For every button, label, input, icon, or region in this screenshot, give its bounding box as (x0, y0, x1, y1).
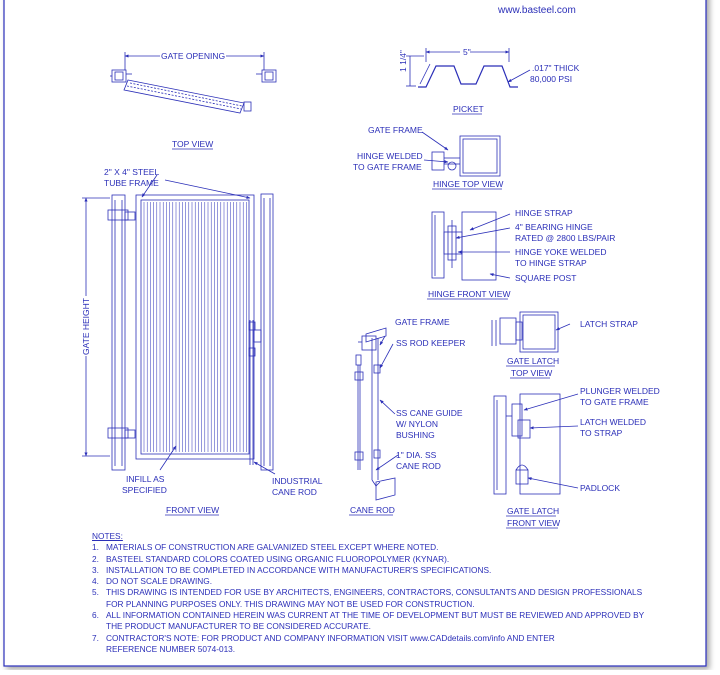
cane-rod-drawing (354, 327, 399, 501)
note-item: 3. INSTALLATION TO BE COMPLETED IN ACCORD… (92, 565, 692, 576)
label-cane-gate-frame: GATE FRAME (395, 317, 450, 327)
label-plunger-2: TO GATE FRAME (580, 397, 649, 407)
note-number: 6. (92, 610, 99, 621)
note-item: 1. MATERIALS OF CONSTRUCTION ARE GALVANIZ… (92, 542, 692, 553)
label-industrial-1: INDUSTRIAL (272, 476, 323, 486)
note-number: 5. (92, 587, 99, 598)
picket-profile-drawing (406, 48, 531, 88)
label-infill-1: INFILL AS (126, 474, 165, 484)
title-top-view: TOP VIEW (172, 139, 213, 149)
note-item: 7. CONTRACTOR'S NOTE: FOR PRODUCT AND COM… (92, 633, 692, 644)
note-text: CONTRACTOR'S NOTE: FOR PRODUCT AND COMPA… (106, 632, 555, 643)
label-latch-strap: LATCH STRAP (580, 319, 638, 329)
title-gate-latch-top-2: TOP VIEW (511, 368, 552, 378)
note-text-continued: THE PRODUCT MANUFACTURER TO BE CONSIDERE… (106, 621, 371, 632)
note-text: BASTEEL STANDARD COLORS COATED USING ORG… (106, 553, 450, 564)
note-number: 3. (92, 564, 99, 575)
label-hinge-gate-frame: GATE FRAME (368, 125, 423, 135)
label-picket-thick-1: .017" THICK (532, 63, 580, 73)
label-hinge-strap: HINGE STRAP (515, 208, 573, 218)
note-item: 4. DO NOT SCALE DRAWING. (92, 576, 692, 587)
label-picket-thick-2: 80,000 PSI (530, 74, 572, 84)
label-cane-guide-1: SS CANE GUIDE (396, 408, 463, 418)
label-hinge-welded-1: HINGE WELDED (357, 151, 423, 161)
label-latch-welded-1: LATCH WELDED (580, 417, 646, 427)
top-view-drawing (110, 52, 277, 114)
title-front-view: FRONT VIEW (166, 505, 219, 515)
hinge-front-view-drawing (431, 211, 511, 281)
note-text: ALL INFORMATION CONTAINED HEREIN WAS CUR… (106, 610, 645, 621)
title-gate-latch-front-1: GATE LATCH (507, 506, 559, 516)
title-hinge-front-view: HINGE FRONT VIEW (428, 289, 511, 299)
label-bearing-2: RATED @ 2800 LBS/PAIR (515, 233, 615, 243)
note-item: 6. ALL INFORMATION CONTAINED HEREIN WAS C… (92, 610, 692, 621)
label-gate-height: GATE HEIGHT (81, 298, 91, 355)
gate-infill-pickets (143, 202, 247, 452)
note-number: 2. (92, 553, 99, 564)
label-hinge-welded-2: TO GATE FRAME (353, 162, 422, 172)
header-url: www.basteel.com (497, 5, 576, 16)
label-dia-2: CANE ROD (396, 461, 441, 471)
label-infill-2: SPECIFIED (122, 485, 167, 495)
title-gate-latch-top-1: GATE LATCH (507, 356, 559, 366)
gate-latch-top-view-drawing (491, 311, 571, 353)
label-padlock: PADLOCK (580, 483, 620, 493)
notes-block: NOTES: 1. MATERIALS OF CONSTRUCTION ARE G… (92, 531, 692, 655)
note-number: 1. (92, 542, 99, 553)
note-text-continued: REFERENCE NUMBER 5074-013. (106, 643, 236, 654)
label-bearing-1: 4" BEARING HINGE (515, 222, 593, 232)
label-dia-1: 1" DIA. SS (396, 450, 437, 460)
label-cane-guide-3: BUSHING (396, 430, 435, 440)
note-item: 2. BASTEEL STANDARD COLORS COATED USING O… (92, 554, 692, 565)
title-gate-latch-front-2: FRONT VIEW (507, 518, 560, 528)
label-yoke-1: HINGE YOKE WELDED (515, 247, 606, 257)
note-text: DO NOT SCALE DRAWING. (106, 576, 213, 587)
label-industrial-2: CANE ROD (272, 487, 317, 497)
label-square-post: SQUARE POST (515, 273, 576, 283)
title-hinge-top-view: HINGE TOP VIEW (433, 179, 503, 189)
note-text: INSTALLATION TO BE COMPLETED IN ACCORDAN… (106, 564, 492, 575)
note-number: 7. (92, 632, 99, 643)
label-gate-opening: GATE OPENING (161, 51, 225, 61)
label-cane-guide-2: W/ NYLON (396, 419, 438, 429)
note-item: 5. THIS DRAWING IS INTENDED FOR USE BY AR… (92, 587, 692, 598)
title-picket: PICKET (453, 104, 484, 114)
note-text: THIS DRAWING IS INTENDED FOR USE BY ARCH… (106, 587, 643, 598)
label-steel-tube-2: TUBE FRAME (104, 178, 159, 188)
label-steel-tube-1: 2" X 4" STEEL (104, 167, 159, 177)
label-plunger-1: PLUNGER WELDED (580, 386, 660, 396)
front-view-drawing (82, 174, 276, 475)
label-yoke-2: TO HINGE STRAP (515, 258, 587, 268)
label-picket-width: 5" (463, 47, 471, 57)
note-text: MATERIALS OF CONSTRUCTION ARE GALVANIZED… (106, 542, 439, 553)
gate-latch-front-view-drawing (493, 393, 579, 495)
label-latch-welded-2: TO STRAP (580, 428, 623, 438)
note-text-continued: FOR PLANNING PURPOSES ONLY. THIS DRAWING… (106, 598, 475, 609)
label-picket-height: 1 1/4" (398, 50, 408, 72)
label-ss-rod-keeper: SS ROD KEEPER (396, 338, 465, 348)
title-cane-rod: CANE ROD (350, 505, 395, 515)
sheet-border (3, 0, 707, 667)
notes-heading: NOTES: (92, 531, 123, 541)
hinge-top-view-drawing (421, 131, 501, 177)
note-number: 4. (92, 576, 99, 587)
